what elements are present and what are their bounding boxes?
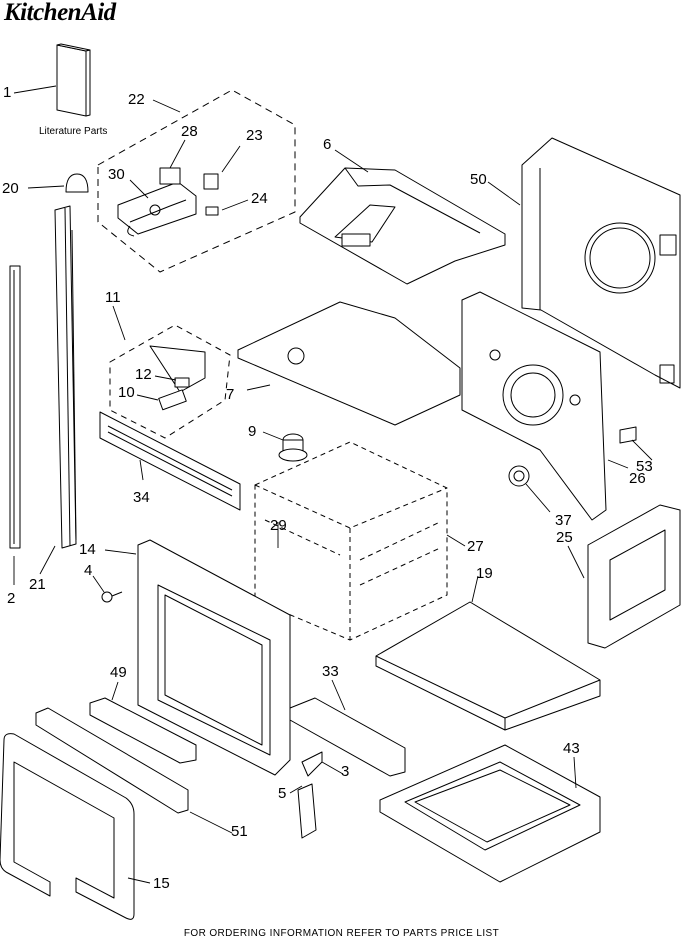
callout-10: 10 [118,384,135,401]
callout-29: 29 [270,517,287,534]
part-43-drawer-pan [379,744,601,883]
callout-43: 43 [563,740,580,757]
callout-50: 50 [470,171,487,188]
part-1-literature [56,43,91,117]
part-11-parts [149,345,206,411]
callout-3: 3 [341,763,350,780]
part-53-bracket [619,426,637,444]
callout-1: 1 [3,84,12,101]
callout-30: 30 [108,166,125,183]
leader-lines [13,85,653,884]
callout-51: 51 [231,823,248,840]
callout-2: 2 [7,590,16,607]
callout-5: 5 [278,785,287,802]
callout-37: 37 [555,512,572,529]
part-49-trim [89,697,197,764]
part-27-oven-cavity [254,441,448,641]
part-21-side-trim [54,205,77,549]
part-4-screw [101,591,123,603]
callout-25: 25 [556,529,573,546]
part-3-bracket [301,751,323,777]
callout-6: 6 [323,136,332,153]
callout-24: 24 [251,190,268,207]
part-51-vent-trim [35,707,189,814]
callout-33: 33 [322,663,339,680]
part-7-top-panel [237,301,461,426]
part-5-bracket [297,783,317,839]
footer-note: FOR ORDERING INFORMATION REFER TO PARTS … [183,928,500,939]
callout-14: 14 [79,541,96,558]
part-6-top-shield [299,167,506,285]
part-9-motor [278,433,308,462]
part-15-gasket [0,733,135,920]
callout-22: 22 [128,91,145,108]
callout-7: 7 [226,386,235,403]
callout-49: 49 [110,664,127,681]
callout-26: 26 [629,470,646,487]
callout-28: 28 [181,123,198,140]
callout-53: 53 [636,458,653,475]
part-25-rear-panel [587,504,681,649]
part-22-control-bracket [117,167,219,237]
brand-logo: KitchenAid [4,0,116,26]
part-26-back-panel [461,291,607,521]
callout-23: 23 [246,127,263,144]
callout-21: 21 [29,576,46,593]
part-11-group-outline [109,324,231,439]
callout-19: 19 [476,565,493,582]
callout-34: 34 [133,489,150,506]
callout-15: 15 [153,875,170,892]
callout-11: 11 [105,289,121,306]
callout-9: 9 [248,423,257,440]
callout-27: 27 [467,538,484,555]
literature-parts-label: Literature Parts [39,126,108,137]
part-33-trim [289,697,406,777]
part-2-trim-strip [9,265,21,549]
part-22-group-outline [97,89,296,273]
part-20-clip [65,173,89,193]
callout-20: 20 [2,180,19,197]
part-37-element [508,465,530,487]
part-19-bottom-pan [375,601,601,731]
part-50-side-panel [521,137,681,389]
part-14-front-frame [137,539,291,776]
callout-12: 12 [135,366,152,383]
callout-4: 4 [84,562,93,579]
part-34-vent-panel [99,411,241,511]
